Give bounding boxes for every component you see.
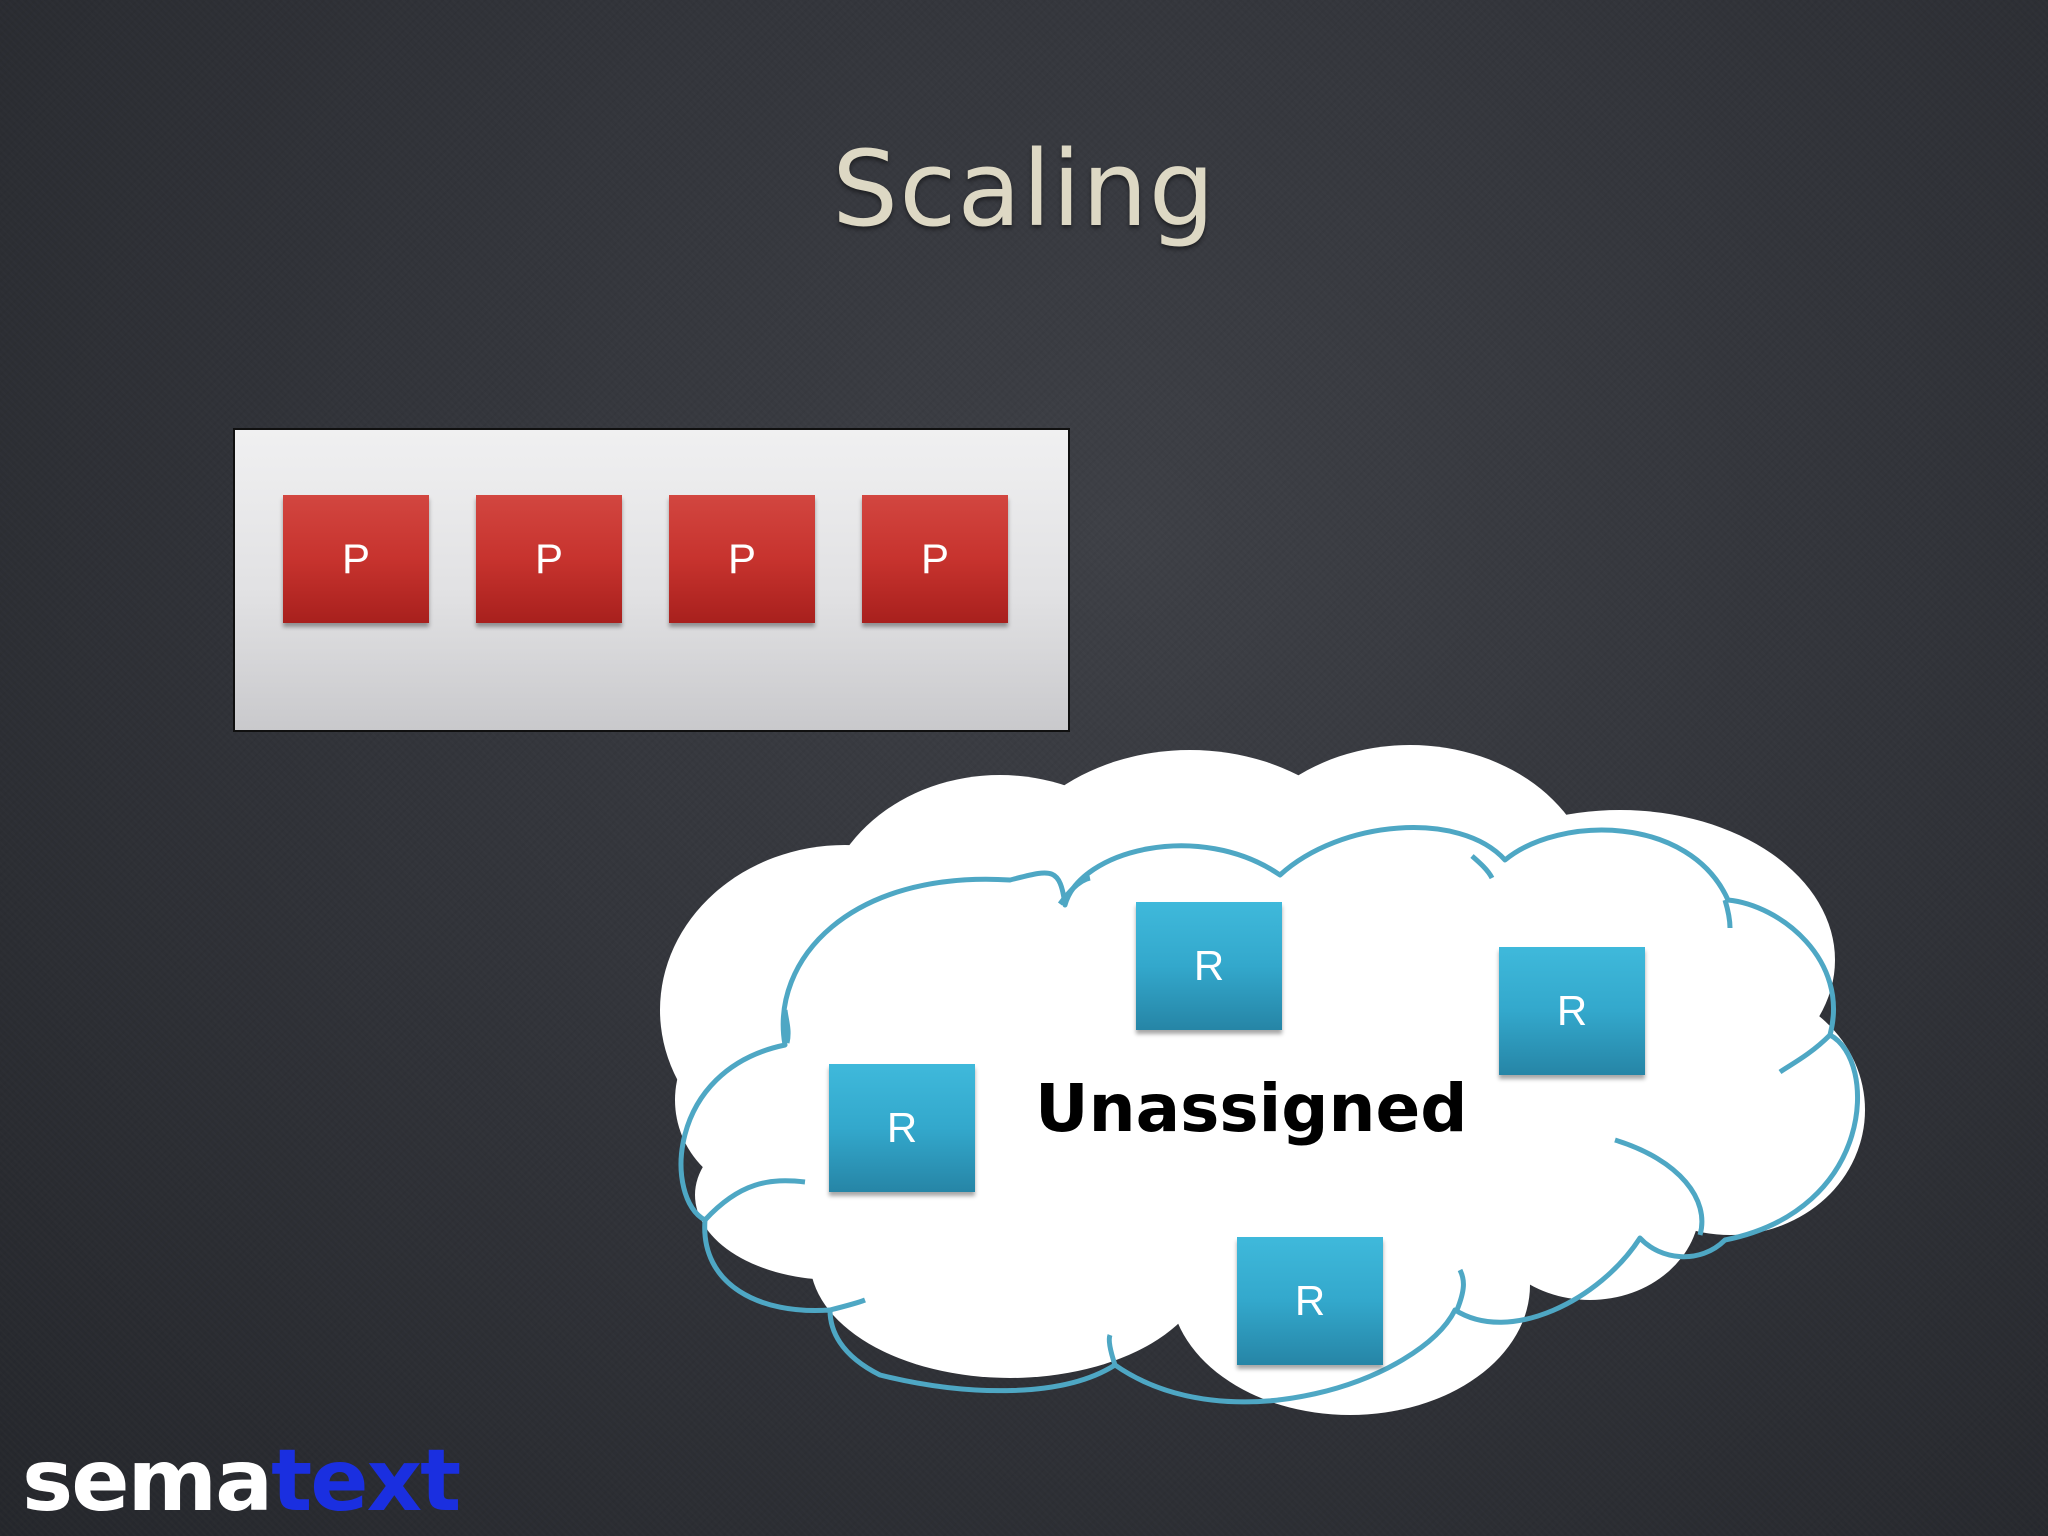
sematext-logo: sematext bbox=[22, 1438, 461, 1524]
replica-shard-3: R bbox=[829, 1064, 975, 1192]
replica-shard-4: R bbox=[1237, 1237, 1383, 1365]
primary-shards-panel: P P P P bbox=[233, 428, 1070, 732]
logo-part-sema: sema bbox=[22, 1431, 273, 1531]
replica-shard-1: R bbox=[1136, 902, 1282, 1030]
primary-shard-3: P bbox=[669, 495, 815, 623]
primary-shard-2: P bbox=[476, 495, 622, 623]
primary-shard-1: P bbox=[283, 495, 429, 623]
unassigned-label: Unassigned bbox=[1035, 1070, 1468, 1147]
primary-shard-4: P bbox=[862, 495, 1008, 623]
replica-shard-2: R bbox=[1499, 947, 1645, 1075]
slide-title: Scaling bbox=[832, 128, 1216, 250]
logo-part-text: text bbox=[271, 1431, 461, 1531]
cloud-shape bbox=[660, 745, 1865, 1415]
